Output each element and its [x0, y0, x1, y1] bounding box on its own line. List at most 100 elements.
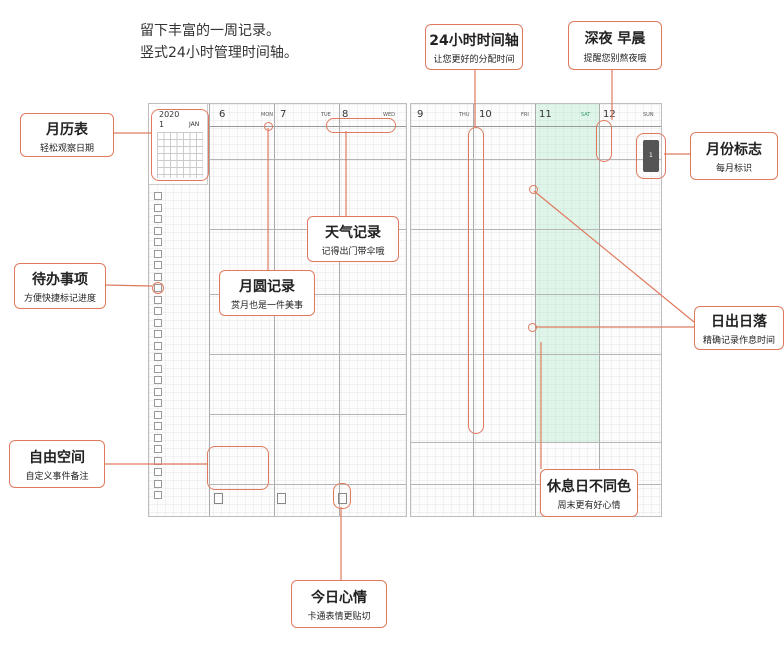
callout-subtitle: 方便快捷标记进度: [23, 294, 96, 304]
day-name: MON: [261, 112, 273, 118]
callout-title: 月份标志: [706, 142, 762, 158]
todo-checkbox: [154, 192, 162, 200]
todo-checkbox: [154, 307, 162, 315]
header-rule: [209, 126, 406, 127]
planner-left-page: 2020 1 JAN 6 MON 7 TUE 8 WED: [148, 103, 407, 517]
row-rule: [209, 484, 406, 485]
column-divider: [473, 104, 474, 516]
todo-checkbox: [154, 365, 162, 373]
callout-sunrise-sunset: 日出日落 精确记录作息时间: [694, 306, 784, 350]
todo-checkbox: [154, 376, 162, 384]
day-name: SAT: [581, 112, 591, 118]
todo-checkbox: [154, 215, 162, 223]
callout-weekend-color: 休息日不同色 周末更有好心情: [540, 469, 638, 517]
callout-title: 休息日不同色: [547, 479, 631, 495]
callout-weather: 天气记录 记得出门带伞哦: [307, 216, 399, 262]
month-tab: 1: [643, 140, 659, 172]
todo-checkbox: [154, 434, 162, 442]
todo-checkbox: [154, 273, 162, 281]
callout-title: 天气记录: [325, 225, 381, 241]
sunrise-highlight: [529, 185, 538, 194]
todo-highlight: [152, 282, 164, 294]
callout-moon: 月圆记录 赏月也是一件美事: [219, 270, 315, 316]
callout-night-morning: 深夜 早晨 提醒您别熬夜哦: [568, 21, 662, 70]
todo-checkbox: [154, 250, 162, 258]
callout-title: 今日心情: [311, 590, 367, 606]
day-name: THU: [459, 112, 470, 118]
callout-free-space: 自由空间 自定义事件备注: [9, 440, 105, 488]
callout-subtitle: 赏月也是一件美事: [230, 301, 303, 311]
mood-highlight: [333, 483, 351, 509]
day-name: TUE: [321, 112, 331, 118]
row-rule: [411, 484, 661, 485]
mood-face-icon: [338, 493, 347, 504]
callout-title: 月圆记录: [239, 279, 295, 295]
todo-checkbox: [154, 422, 162, 430]
callout-month-mark: 月份标志 每月标识: [690, 132, 778, 180]
mood-face-icon: [277, 493, 286, 504]
column-divider: [599, 104, 600, 516]
callout-subtitle: 让您更好的分配时间: [433, 55, 515, 65]
night-highlight: [596, 120, 612, 162]
column-divider: [339, 104, 340, 516]
callout-subtitle: 记得出门带伞哦: [321, 247, 385, 257]
callout-title: 深夜 早晨: [584, 31, 646, 47]
callout-title: 待办事项: [32, 272, 88, 288]
day-number: 8: [342, 109, 349, 120]
todo-checkbox: [154, 330, 162, 338]
day-number: 7: [280, 109, 287, 120]
day-name: WED: [383, 112, 395, 118]
calendar-month-number: 1: [159, 120, 165, 129]
todo-checkbox: [154, 445, 162, 453]
weather-highlight: [326, 118, 396, 133]
calendar-month-name: JAN: [189, 121, 200, 128]
todo-checkbox: [154, 342, 162, 350]
callout-subtitle: 周末更有好心情: [557, 501, 621, 511]
row-rule: [411, 354, 661, 355]
day-name: FRI: [521, 112, 529, 118]
timeline-highlight: [468, 127, 484, 434]
todo-checkbox: [154, 399, 162, 407]
calendar-highlight: [151, 109, 209, 181]
callout-title: 自由空间: [29, 450, 85, 466]
callout-calendar: 月历表 轻松观察日期: [20, 113, 114, 157]
column-divider: [535, 104, 536, 516]
callout-subtitle: 轻松观察日期: [39, 144, 94, 154]
row-rule: [411, 159, 661, 160]
intro-line-2: 竖式24小时管理时间轴。: [140, 45, 298, 61]
month-tab-highlight: [636, 133, 666, 179]
row-rule: [209, 354, 406, 355]
todo-checkbox: [154, 319, 162, 327]
day-number: 9: [417, 109, 424, 120]
header-rule: [411, 126, 661, 127]
todo-checkbox: [154, 468, 162, 476]
todo-checkbox: [154, 296, 162, 304]
month-tab-number: 1: [649, 152, 653, 159]
row-rule: [209, 159, 406, 160]
day-number: 6: [219, 109, 226, 120]
row-rule: [411, 229, 661, 230]
callout-subtitle: 卡通表情更贴切: [307, 612, 371, 622]
callout-subtitle: 自定义事件备注: [25, 472, 89, 482]
callout-title: 日出日落: [711, 314, 767, 330]
callout-timeline: 24小时时间轴 让您更好的分配时间: [425, 24, 523, 70]
calendar-grid: [157, 132, 203, 178]
todo-checkbox: [154, 480, 162, 488]
column-divider: [209, 104, 210, 516]
todo-checkbox: [154, 411, 162, 419]
callout-subtitle: 每月标识: [715, 164, 752, 174]
todo-checkbox: [154, 204, 162, 212]
weekend-shade: [535, 104, 599, 442]
calendar-year: 2020: [159, 110, 180, 119]
todo-checkbox: [154, 238, 162, 246]
intro-line-1: 留下丰富的一周记录。: [140, 23, 280, 39]
todo-checkbox: [154, 353, 162, 361]
intro-text: 留下丰富的一周记录。 竖式24小时管理时间轴。: [140, 20, 298, 64]
mood-face-icon: [214, 493, 223, 504]
free-space-highlight: [207, 446, 269, 490]
row-rule: [209, 414, 406, 415]
callout-title: 月历表: [46, 122, 88, 138]
mini-calendar: 2020 1 JAN: [149, 104, 208, 185]
callout-title: 24小时时间轴: [429, 33, 519, 49]
